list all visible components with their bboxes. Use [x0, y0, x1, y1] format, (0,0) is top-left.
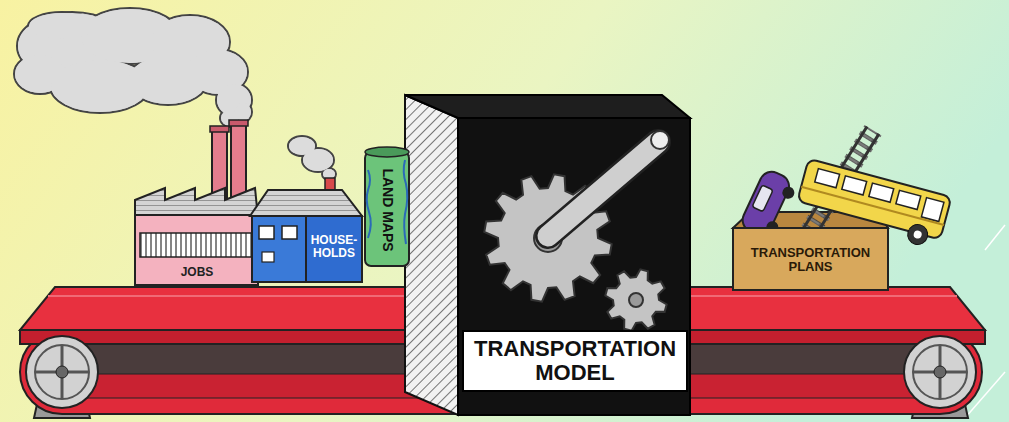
model-box: [651, 131, 669, 149]
node-text: JOBS: [142, 266, 252, 279]
node-text: HOUSE-HOLDS: [308, 234, 360, 260]
model-box: [605, 269, 666, 330]
land-maps-label: LAND MAPS: [342, 158, 431, 262]
factory: [135, 188, 258, 218]
conveyor-belt: [913, 345, 967, 399]
model-box: [629, 293, 643, 307]
conveyor-belt: [26, 336, 98, 408]
background: [985, 225, 1005, 250]
model-label: TRANSPORTATION MODEL: [462, 330, 688, 392]
transportation-items: [913, 230, 923, 240]
factory: [135, 120, 258, 285]
jobs-sign: JOBS: [140, 262, 254, 283]
map-roll: [365, 147, 409, 157]
house: [252, 216, 306, 282]
model-box: [405, 95, 690, 118]
transportation-items: [869, 183, 894, 202]
model-box: [405, 95, 690, 415]
model-box: [458, 118, 690, 415]
map-roll: [365, 147, 409, 266]
conveyor-belt: [934, 366, 946, 378]
factory: [210, 126, 229, 132]
transportation-items: [842, 176, 867, 195]
model-box: [405, 95, 458, 415]
smoke-cloud: [29, 13, 95, 39]
factory: [140, 233, 253, 257]
factory: [135, 215, 258, 285]
smoke-cloud: [235, 103, 251, 121]
house: [262, 252, 274, 262]
smoke-cloud: [14, 8, 336, 180]
transportation-items: [815, 169, 840, 188]
house: [282, 226, 297, 239]
map-roll: [404, 160, 408, 244]
model-box: [548, 142, 658, 236]
node-text: TRANSPORTATION PLANS: [740, 246, 881, 274]
house: [250, 178, 362, 282]
house: [306, 216, 362, 282]
transportation-items: [896, 190, 921, 209]
map-roll: [365, 152, 409, 266]
smoke-cloud: [289, 137, 315, 155]
transportation-items: [801, 187, 944, 225]
transportation-items: [921, 198, 944, 222]
transportation-items: [733, 228, 888, 290]
factory: [229, 120, 248, 126]
households-sign: HOUSE-HOLDS: [306, 224, 362, 270]
transportation-items: [905, 222, 929, 246]
conveyor-belt: [904, 336, 976, 408]
node-text: TRANSPORTATION MODEL: [468, 337, 682, 385]
transportation-items: [780, 185, 796, 201]
house: [259, 226, 274, 239]
conveyor-belt: [35, 345, 89, 399]
plans-box-label: TRANSPORTATION PLANS: [737, 236, 884, 284]
node-text: LAND MAPS: [379, 168, 394, 251]
model-box: [548, 142, 658, 236]
transportation-items: [752, 185, 773, 212]
house: [250, 190, 362, 216]
map-roll: [367, 170, 371, 238]
transportation-items: [733, 125, 952, 290]
conveyor-belt: [56, 366, 68, 378]
